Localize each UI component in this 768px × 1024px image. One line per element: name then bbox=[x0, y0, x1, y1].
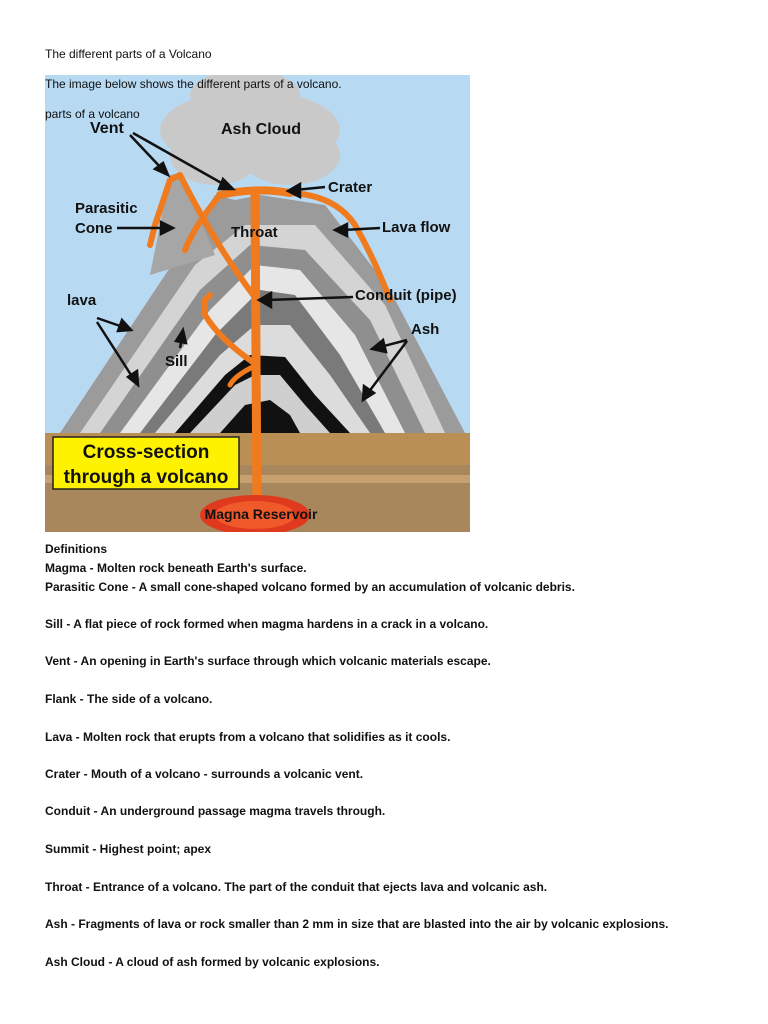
label-sill: Sill bbox=[165, 353, 188, 370]
label-lava-flow: Lava flow bbox=[382, 219, 451, 236]
label-throat: Throat bbox=[231, 224, 278, 241]
label-ash: Ash bbox=[411, 321, 439, 338]
definition-item: Sill - A flat piece of rock formed when … bbox=[45, 617, 488, 631]
definition-item: Magma - Molten rock beneath Earth's surf… bbox=[45, 561, 307, 575]
label-magma-reservoir: Magna Reservoir bbox=[205, 506, 318, 522]
definition-item: Ash - Fragments of lava or rock smaller … bbox=[45, 917, 669, 931]
definition-item: Ash Cloud - A cloud of ash formed by vol… bbox=[45, 955, 380, 969]
intro-text: The image below shows the different part… bbox=[45, 77, 342, 91]
definitions-heading: Definitions bbox=[45, 542, 107, 556]
definition-item: Flank - The side of a volcano. bbox=[45, 692, 212, 706]
label-cone: Cone bbox=[75, 220, 113, 237]
label-cross-section-2: through a volcano bbox=[64, 467, 229, 488]
document-title: The different parts of a Volcano bbox=[45, 47, 212, 61]
label-vent: Vent bbox=[90, 120, 124, 137]
definition-item: Vent - An opening in Earth's surface thr… bbox=[45, 654, 491, 668]
label-conduit: Conduit (pipe) bbox=[355, 287, 457, 304]
figure-caption: parts of a volcano bbox=[45, 107, 140, 121]
label-ash-cloud: Ash Cloud bbox=[221, 121, 301, 138]
label-lava: lava bbox=[67, 292, 97, 309]
definition-item: Summit - Highest point; apex bbox=[45, 842, 211, 856]
definition-item: Crater - Mouth of a volcano - surrounds … bbox=[45, 767, 363, 781]
label-parasitic: Parasitic bbox=[75, 200, 138, 217]
definition-item: Parasitic Cone - A small cone-shaped vol… bbox=[45, 580, 575, 594]
label-crater: Crater bbox=[328, 179, 372, 196]
definition-item: Lava - Molten rock that erupts from a vo… bbox=[45, 730, 450, 744]
volcano-diagram: Vent Ash Cloud Crater Parasitic Cone Thr… bbox=[45, 75, 470, 532]
definition-item: Conduit - An underground passage magma t… bbox=[45, 804, 385, 818]
label-cross-section-1: Cross-section bbox=[83, 442, 210, 463]
definition-item: Throat - Entrance of a volcano. The part… bbox=[45, 880, 547, 894]
